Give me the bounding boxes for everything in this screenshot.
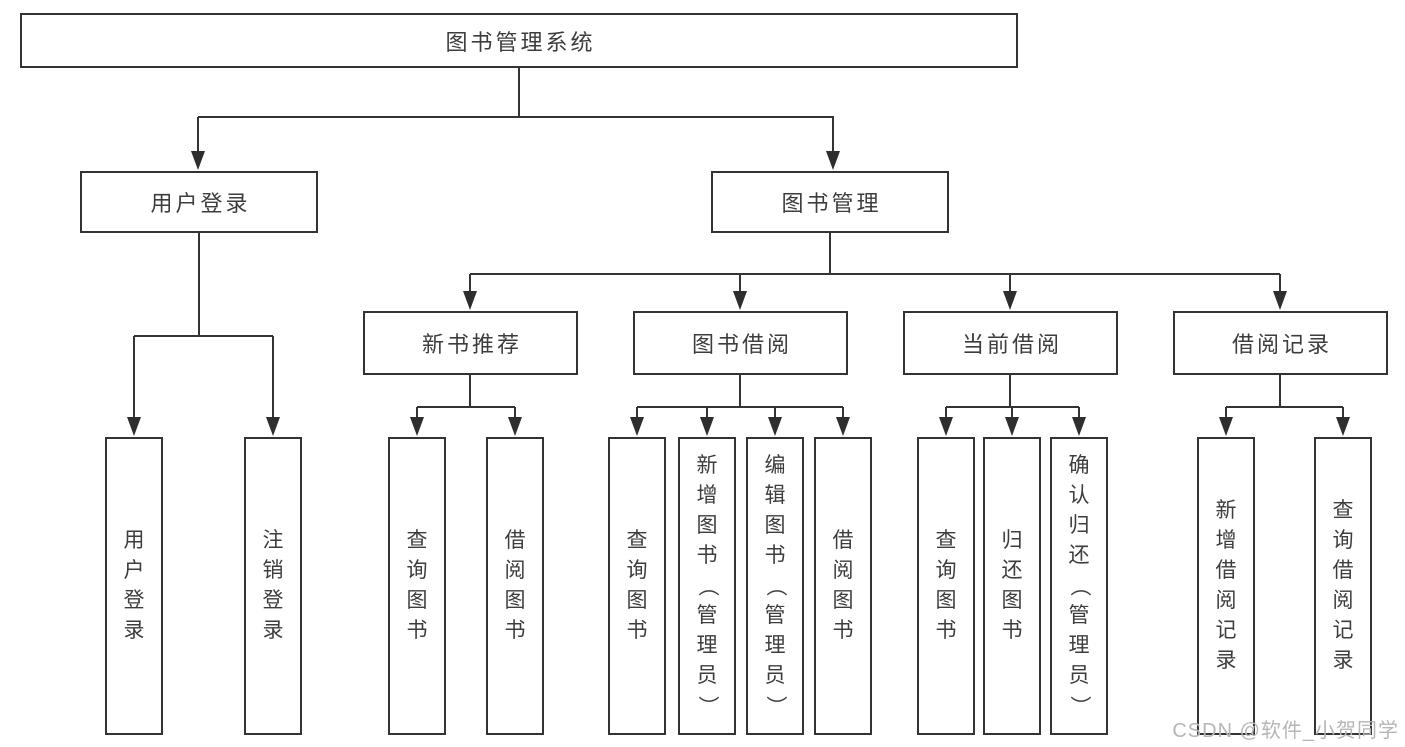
connector-borrow-to-leaves (630, 375, 850, 436)
leaf-return-book: 归还图书 (983, 437, 1041, 735)
connector-recommend-to-leaves (410, 375, 522, 436)
node-new-book-recommend: 新书推荐 (363, 311, 578, 375)
csdn-watermark: CSDN @软件_小贺同学 (1172, 720, 1399, 742)
connector-records-to-leaves (1219, 375, 1350, 436)
node-user-login-label: 用户登录 (150, 191, 251, 216)
leaf-query-borrow-record-label: 查询借阅记录 (1332, 499, 1354, 672)
node-current-borrow: 当前借阅 (903, 311, 1118, 375)
leaf-logout-label: 注销登录 (262, 529, 284, 642)
node-current-borrow-label: 当前借阅 (961, 332, 1062, 357)
node-borrow-records: 借阅记录 (1173, 311, 1388, 375)
leaf-add-borrow-record-label: 新增借阅记录 (1215, 499, 1237, 672)
leaf-current-query-books: 查询图书 (917, 437, 975, 735)
leaf-add-book-admin: 新增图书（管理员） (678, 437, 736, 735)
node-book-borrow-label: 图书借阅 (691, 332, 792, 357)
leaf-add-book-admin-label: 新增图书（管理员） (696, 454, 719, 717)
leaf-borrow-query-books: 查询图书 (608, 437, 666, 735)
leaf-user-login-label: 用户登录 (123, 529, 145, 642)
node-book-management: 图书管理 (711, 171, 949, 233)
node-root-label: 图书管理系统 (445, 29, 596, 55)
leaf-query-borrow-record: 查询借阅记录 (1314, 437, 1372, 735)
leaf-recommend-query-books-label: 查询图书 (406, 529, 428, 642)
connector-current-to-leaves (939, 375, 1086, 436)
leaf-return-book-label: 归还图书 (1001, 529, 1023, 642)
node-borrow-records-label: 借阅记录 (1231, 332, 1332, 357)
leaf-borrow-query-books-label: 查询图书 (626, 529, 648, 642)
leaf-recommend-borrow-books-label: 借阅图书 (504, 529, 526, 642)
leaf-borrow-borrow-books-label: 借阅图书 (832, 529, 854, 642)
leaf-confirm-return-admin-label: 确认归还（管理员） (1068, 454, 1091, 717)
node-book-borrow: 图书借阅 (633, 311, 848, 375)
leaf-current-query-books-label: 查询图书 (935, 529, 957, 642)
leaf-add-borrow-record: 新增借阅记录 (1197, 437, 1255, 735)
leaf-user-login: 用户登录 (105, 437, 163, 735)
node-book-management-label: 图书管理 (781, 191, 882, 216)
leaf-edit-book-admin: 编辑图书（管理员） (746, 437, 804, 735)
leaf-edit-book-admin-label: 编辑图书（管理员） (764, 454, 787, 717)
connector-management-to-level3 (463, 233, 1287, 310)
node-new-book-recommend-label: 新书推荐 (421, 332, 522, 357)
leaf-recommend-query-books: 查询图书 (388, 437, 446, 735)
connector-root-to-level2 (191, 67, 840, 170)
connector-login-to-leaves (127, 233, 280, 436)
leaf-confirm-return-admin: 确认归还（管理员） (1050, 437, 1108, 735)
leaf-borrow-borrow-books: 借阅图书 (814, 437, 872, 735)
leaf-logout: 注销登录 (244, 437, 302, 735)
node-user-login: 用户登录 (80, 171, 318, 233)
node-root: 图书管理系统 (20, 13, 1018, 68)
leaf-recommend-borrow-books: 借阅图书 (486, 437, 544, 735)
